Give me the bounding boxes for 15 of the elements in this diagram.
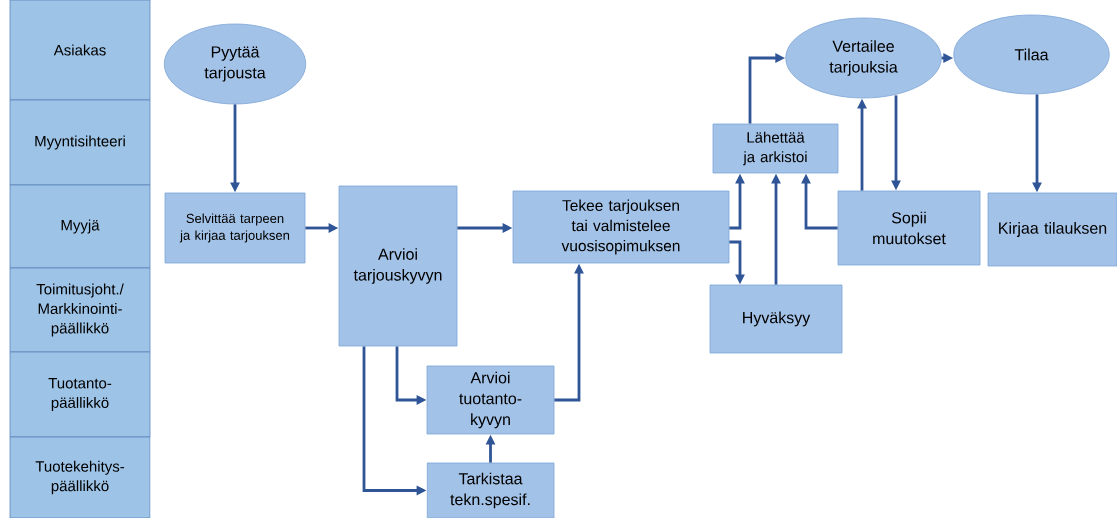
process-box: Lähettää ja arkistoi <box>712 123 839 174</box>
lane-label-box: Myyjä <box>9 184 151 269</box>
lane-label-box: Asiakas <box>9 0 151 101</box>
lane-label-box: Myyntisihteeri <box>9 99 151 186</box>
process-box: Arvioi tuotanto-kyvyn <box>426 365 555 435</box>
process-box: Sopii muutokset <box>837 190 981 266</box>
lane-label-box: Tuotanto-päällikkö <box>9 351 151 438</box>
process-box: Selvittää tarpeen ja kirjaa tarjouksen <box>164 192 306 264</box>
lane-label-box: Toimitusjoht./ Markkinointi-päällikkö <box>9 267 151 353</box>
process-box: Hyväksyy <box>709 284 843 354</box>
process-box: Kirjaa tilauksen <box>987 192 1117 267</box>
process-box: Tarkistaa tekn.spesif. <box>426 462 555 518</box>
lane-label-box: Tuotekehitys-päällikkö <box>9 436 151 518</box>
process-box: Arvioi tarjouskyvyn <box>338 185 458 347</box>
process-box: Tekee tarjouksen tai valmistelee vuosisopimuksen <box>512 190 730 264</box>
